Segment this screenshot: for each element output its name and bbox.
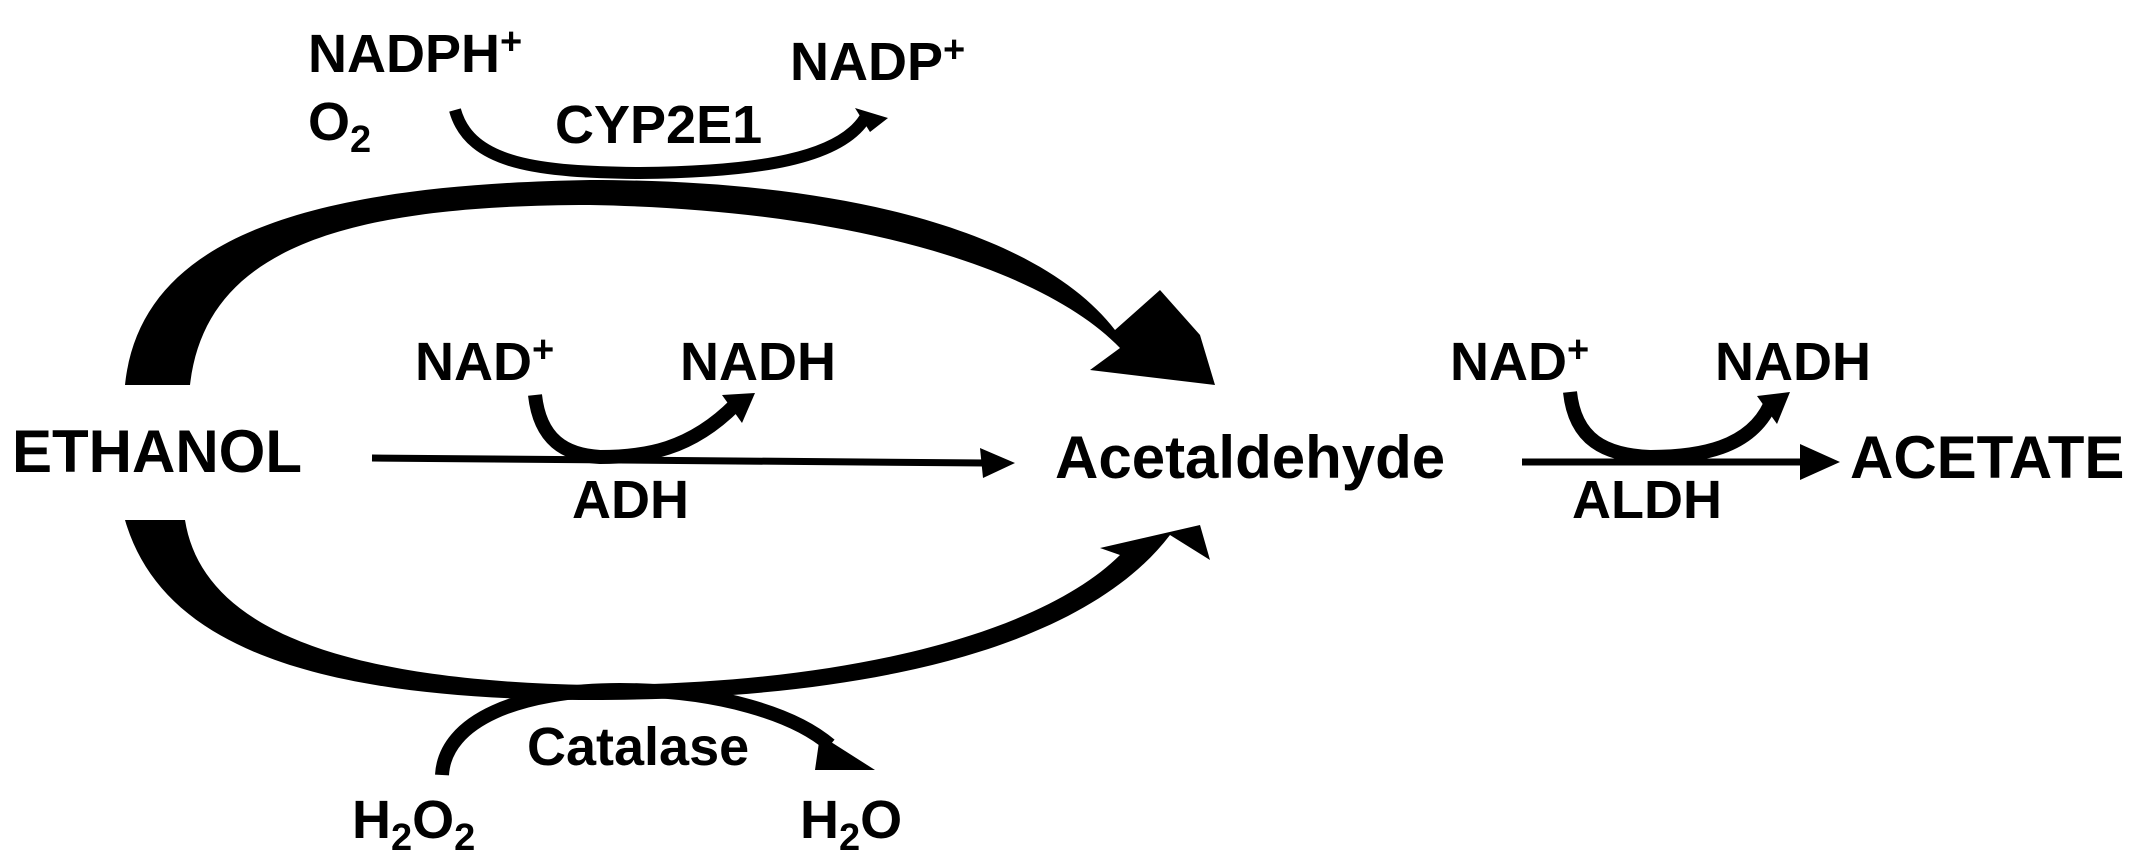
cyp2e1-cofactor-arc bbox=[449, 108, 871, 180]
adh-arrow-head bbox=[980, 448, 1015, 478]
adh-cofactor-in-label: NAD+ bbox=[415, 329, 554, 392]
aldh-cofactor-arc bbox=[1563, 391, 1777, 465]
catalase-enzyme-label: Catalase bbox=[527, 717, 749, 777]
aldh-enzyme-label: ALDH bbox=[1572, 470, 1722, 530]
cyp2e1-enzyme-label: CYP2E1 bbox=[555, 95, 762, 155]
catalase-cofactor-arrowhead bbox=[815, 735, 875, 770]
water-label: H2O bbox=[800, 790, 902, 858]
cyp2e1-cofactor-arrowhead bbox=[855, 108, 888, 132]
adh-cofactor-out-label: NADH bbox=[680, 332, 836, 392]
adh-cofactor-arc bbox=[528, 394, 740, 465]
adh-enzyme-label: ADH bbox=[572, 470, 689, 530]
catalase-pathway-arrow bbox=[125, 520, 1210, 700]
cyp2e1-cofactor-in-label: NADPH+ bbox=[308, 21, 522, 84]
aldh-arrow-head bbox=[1800, 444, 1840, 480]
adh-cofactor-arrowhead bbox=[722, 393, 755, 423]
ethanol-label: ETHANOL bbox=[12, 418, 302, 485]
cyp2e1-pathway-arrow bbox=[125, 180, 1215, 385]
hydrogen-peroxide-label: H2O2 bbox=[352, 790, 475, 858]
catalase-cofactor-arc bbox=[435, 682, 835, 776]
oxygen-label: O2 bbox=[308, 92, 371, 161]
aldh-cofactor-in-label: NAD+ bbox=[1450, 329, 1589, 392]
acetaldehyde-label: Acetaldehyde bbox=[1055, 424, 1445, 491]
cyp2e1-cofactor-out-label: NADP+ bbox=[790, 29, 965, 92]
acetate-label: ACETATE bbox=[1850, 424, 2124, 491]
adh-arrow-shaft bbox=[371, 454, 986, 467]
aldh-cofactor-arrowhead bbox=[1757, 392, 1790, 424]
aldh-cofactor-out-label: NADH bbox=[1715, 332, 1871, 392]
